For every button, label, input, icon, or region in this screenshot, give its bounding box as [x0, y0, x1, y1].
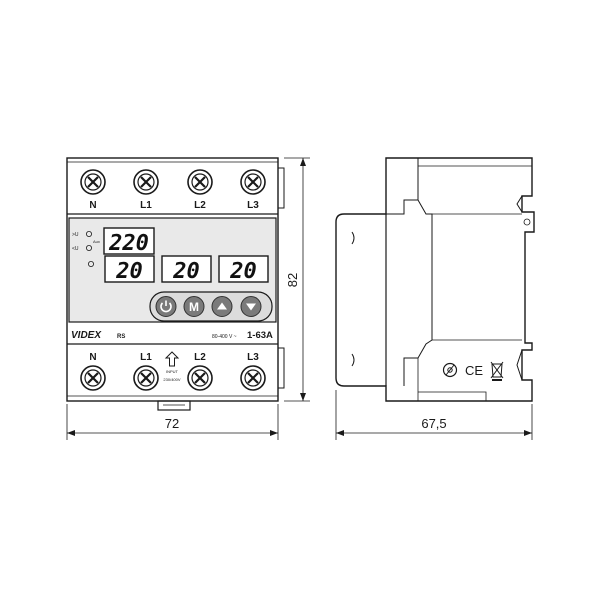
dimension-height: 82 [284, 157, 310, 402]
bottom-terminal-label-l2: L2 [194, 352, 206, 363]
depth-dimension-value: 67,5 [421, 416, 446, 431]
side-body-outline [335, 157, 535, 402]
top-terminal-label-l2: L2 [194, 200, 206, 211]
up-button [211, 296, 233, 317]
bottom-terminals: N L1 L2 L3 INPUT 230/400V [80, 351, 266, 391]
bottom-terminal-label-l3: L3 [247, 352, 259, 363]
indicator-label-aux: Aux [93, 239, 100, 244]
weee-bin-icon [490, 361, 504, 381]
current-readout-l1: 20 [115, 259, 143, 284]
current-range-label: 1-63A [247, 330, 273, 341]
brand-strip: VIDEX RS 80-400 V ~ 1-63A [71, 330, 273, 341]
dimension-depth: 67,5 [335, 390, 533, 440]
voltage-readout: 220 [108, 231, 149, 256]
indicator-label-overvoltage: >U [72, 232, 79, 238]
terminal-screw [240, 169, 266, 195]
down-arrow-icon [246, 303, 256, 311]
mode-button: M [183, 296, 205, 317]
bottom-terminal-label-l1: L1 [140, 352, 152, 363]
current-readout-l3: 20 [229, 259, 257, 284]
led-indicator [86, 244, 93, 251]
terminal-screw [187, 365, 213, 391]
input-label: INPUT [166, 369, 179, 374]
side-view: CE [335, 157, 535, 402]
earth-mark-icon [442, 362, 458, 378]
current-displays: 20 20 20 [104, 255, 269, 284]
mode-button-label: M [189, 300, 199, 314]
voltage-display: 220 [103, 227, 155, 256]
led-indicator [86, 230, 93, 237]
current-readout-l2: 20 [172, 259, 200, 284]
terminal-screw [80, 365, 106, 391]
terminal-screw [133, 365, 159, 391]
button-bar [149, 291, 273, 322]
down-button [240, 296, 262, 317]
control-buttons: M [149, 291, 273, 322]
din-clip [157, 400, 191, 411]
top-terminal-label-l3: L3 [247, 200, 259, 211]
led-indicator [88, 260, 95, 267]
certification-marks: CE [442, 361, 504, 381]
terminal-screw [187, 169, 213, 195]
terminal-screw [240, 365, 266, 391]
top-terminal-label-n: N [89, 200, 96, 211]
up-arrow-icon [217, 302, 227, 310]
width-dimension-value: 72 [165, 416, 179, 431]
power-icon [160, 302, 172, 313]
voltage-range-label: 80-400 V ~ [212, 334, 237, 340]
ce-mark: CE [465, 363, 483, 378]
status-indicators: >U <U Aux [72, 230, 100, 267]
bottom-terminal-label-n: N [89, 352, 96, 363]
dimension-width: 72 [66, 404, 279, 440]
brand-logo: VIDEX [71, 330, 102, 341]
indicator-label-undervoltage: <U [72, 246, 79, 252]
top-terminals: N L1 L2 L3 [80, 169, 266, 211]
brand-suffix: RS [117, 334, 125, 340]
front-view: N L1 L2 L3 >U <U Aux 220 20 20 20 [66, 157, 285, 411]
power-button [155, 296, 177, 317]
height-dimension-value: 82 [285, 273, 300, 287]
input-voltage-label: 230/400V [163, 377, 180, 382]
terminal-screw [80, 169, 106, 195]
terminal-screw [133, 169, 159, 195]
input-arrow-icon [164, 351, 180, 367]
top-terminal-label-l1: L1 [140, 200, 152, 211]
